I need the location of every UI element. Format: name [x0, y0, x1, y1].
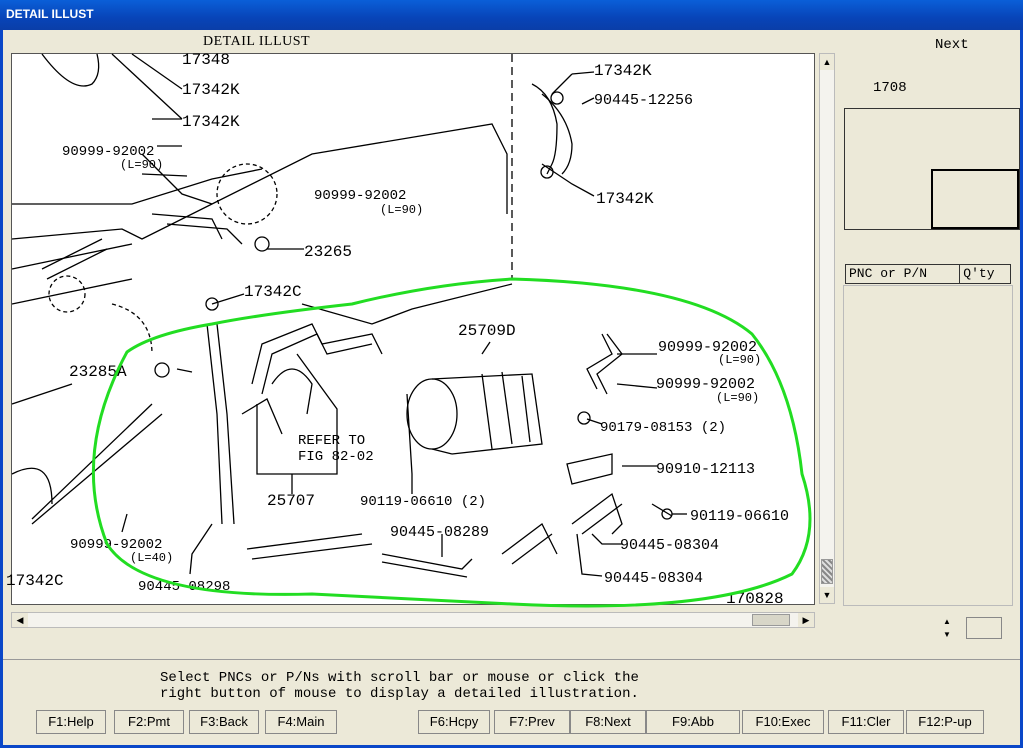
message-line-1: Select PNCs or P/Ns with scroll bar or m…: [160, 670, 639, 686]
label-90999-r1[interactable]: 90999-92002: [658, 339, 757, 356]
label-25707[interactable]: 25707: [267, 492, 315, 510]
label-refer-line2[interactable]: FIG 82-02: [298, 449, 374, 465]
f12-pup-button[interactable]: F12:P-up: [906, 710, 984, 734]
label-90999-top-len: (L=90): [120, 158, 163, 172]
f10-exec-button[interactable]: F10:Exec: [742, 710, 824, 734]
label-17342c-bottom[interactable]: 17342C: [6, 572, 64, 590]
f9-abb-button[interactable]: F9:Abb: [646, 710, 740, 734]
figure-number: 170828: [726, 590, 784, 608]
spinner-down-icon[interactable]: ▼: [943, 630, 951, 639]
label-90445-08289[interactable]: 90445-08289: [390, 524, 489, 541]
f6-hcpy-button[interactable]: F6:Hcpy: [418, 710, 490, 734]
label-90999-r2-len: (L=90): [716, 391, 759, 405]
scroll-right-icon[interactable]: ▶: [798, 613, 814, 627]
page-spinner[interactable]: ▲ ▼: [940, 615, 954, 643]
pnc-list[interactable]: [843, 285, 1013, 606]
parts-diagram[interactable]: 17348 17342K 17342K 90999-92002 (L=90) 9…: [6, 51, 816, 608]
f3-back-button[interactable]: F3:Back: [189, 710, 259, 734]
label-23265[interactable]: 23265: [304, 243, 352, 261]
pnc-table-header: PNC or P/N Q'ty: [845, 264, 1011, 284]
title-bar: DETAIL ILLUST: [0, 0, 1023, 30]
label-90999-r2[interactable]: 90999-92002: [656, 376, 755, 393]
f4-main-button[interactable]: F4:Main: [265, 710, 337, 734]
label-refer-line1: REFER TO: [298, 433, 365, 449]
window-title: DETAIL ILLUST: [6, 7, 94, 21]
horizontal-scroll-thumb[interactable]: [752, 614, 790, 626]
label-90999-top[interactable]: 90999-92002: [62, 144, 154, 160]
vertical-scrollbar[interactable]: ▲ ▼: [819, 53, 835, 604]
label-17348[interactable]: 17348: [182, 51, 230, 69]
label-90445-08304a[interactable]: 90445-08304: [620, 537, 719, 554]
label-17342k-1[interactable]: 17342K: [182, 81, 240, 99]
label-17342k-r2[interactable]: 17342K: [596, 190, 654, 208]
scroll-up-icon[interactable]: ▲: [820, 54, 834, 70]
label-17342k-2[interactable]: 17342K: [182, 113, 240, 131]
scroll-left-icon[interactable]: ◀: [12, 613, 28, 627]
overview-map[interactable]: [844, 108, 1020, 230]
message-line-2: right button of mouse to display a detai…: [160, 686, 639, 702]
horizontal-scrollbar[interactable]: ◀ ▶: [11, 612, 815, 628]
label-17342c[interactable]: 17342C: [244, 283, 302, 301]
overview-viewport[interactable]: [931, 169, 1019, 229]
label-90910[interactable]: 90910-12113: [656, 461, 755, 478]
f2-pmt-button[interactable]: F2:Pmt: [114, 710, 184, 734]
page-input[interactable]: [966, 617, 1002, 639]
instruction-message: Select PNCs or P/Ns with scroll bar or m…: [160, 670, 639, 702]
label-90445-08304b[interactable]: 90445-08304: [604, 570, 703, 587]
label-90999-mid-len: (L=90): [380, 203, 423, 217]
f8-next-button[interactable]: F8:Next: [570, 710, 646, 734]
label-90119-2[interactable]: 90119-06610 (2): [360, 494, 486, 510]
f1-help-button[interactable]: F1:Help: [36, 710, 106, 734]
f11-cler-button[interactable]: F11:Cler: [828, 710, 904, 734]
label-17342k-r1[interactable]: 17342K: [594, 62, 652, 80]
label-90999-r1-len: (L=90): [718, 353, 761, 367]
label-90445-12256[interactable]: 90445-12256: [594, 92, 693, 109]
spinner-up-icon[interactable]: ▲: [943, 617, 951, 626]
label-90119[interactable]: 90119-06610: [690, 508, 789, 525]
f7-prev-button[interactable]: F7:Prev: [494, 710, 570, 734]
next-label[interactable]: Next: [935, 37, 969, 53]
illustration-header: DETAIL ILLUST: [203, 34, 311, 49]
vertical-scroll-thumb[interactable]: [821, 559, 833, 584]
illustration-canvas[interactable]: 17348 17342K 17342K 90999-92002 (L=90) 9…: [6, 51, 816, 608]
pnc-column-header: PNC or P/N: [846, 265, 961, 283]
label-25709d[interactable]: 25709D: [458, 322, 516, 340]
highlight-outline: [91, 277, 812, 608]
page-number: 1708: [873, 80, 907, 96]
label-90999-mid[interactable]: 90999-92002: [314, 188, 406, 204]
label-90999-bot-len: (L=40): [130, 551, 173, 565]
scroll-down-icon[interactable]: ▼: [820, 587, 834, 603]
label-23285a[interactable]: 23285A: [69, 363, 127, 381]
label-90179[interactable]: 90179-08153 (2): [600, 420, 726, 436]
qty-column-header: Q'ty: [963, 266, 995, 281]
divider: [3, 659, 1020, 660]
label-90999-bot[interactable]: 90999-92002: [70, 537, 162, 553]
